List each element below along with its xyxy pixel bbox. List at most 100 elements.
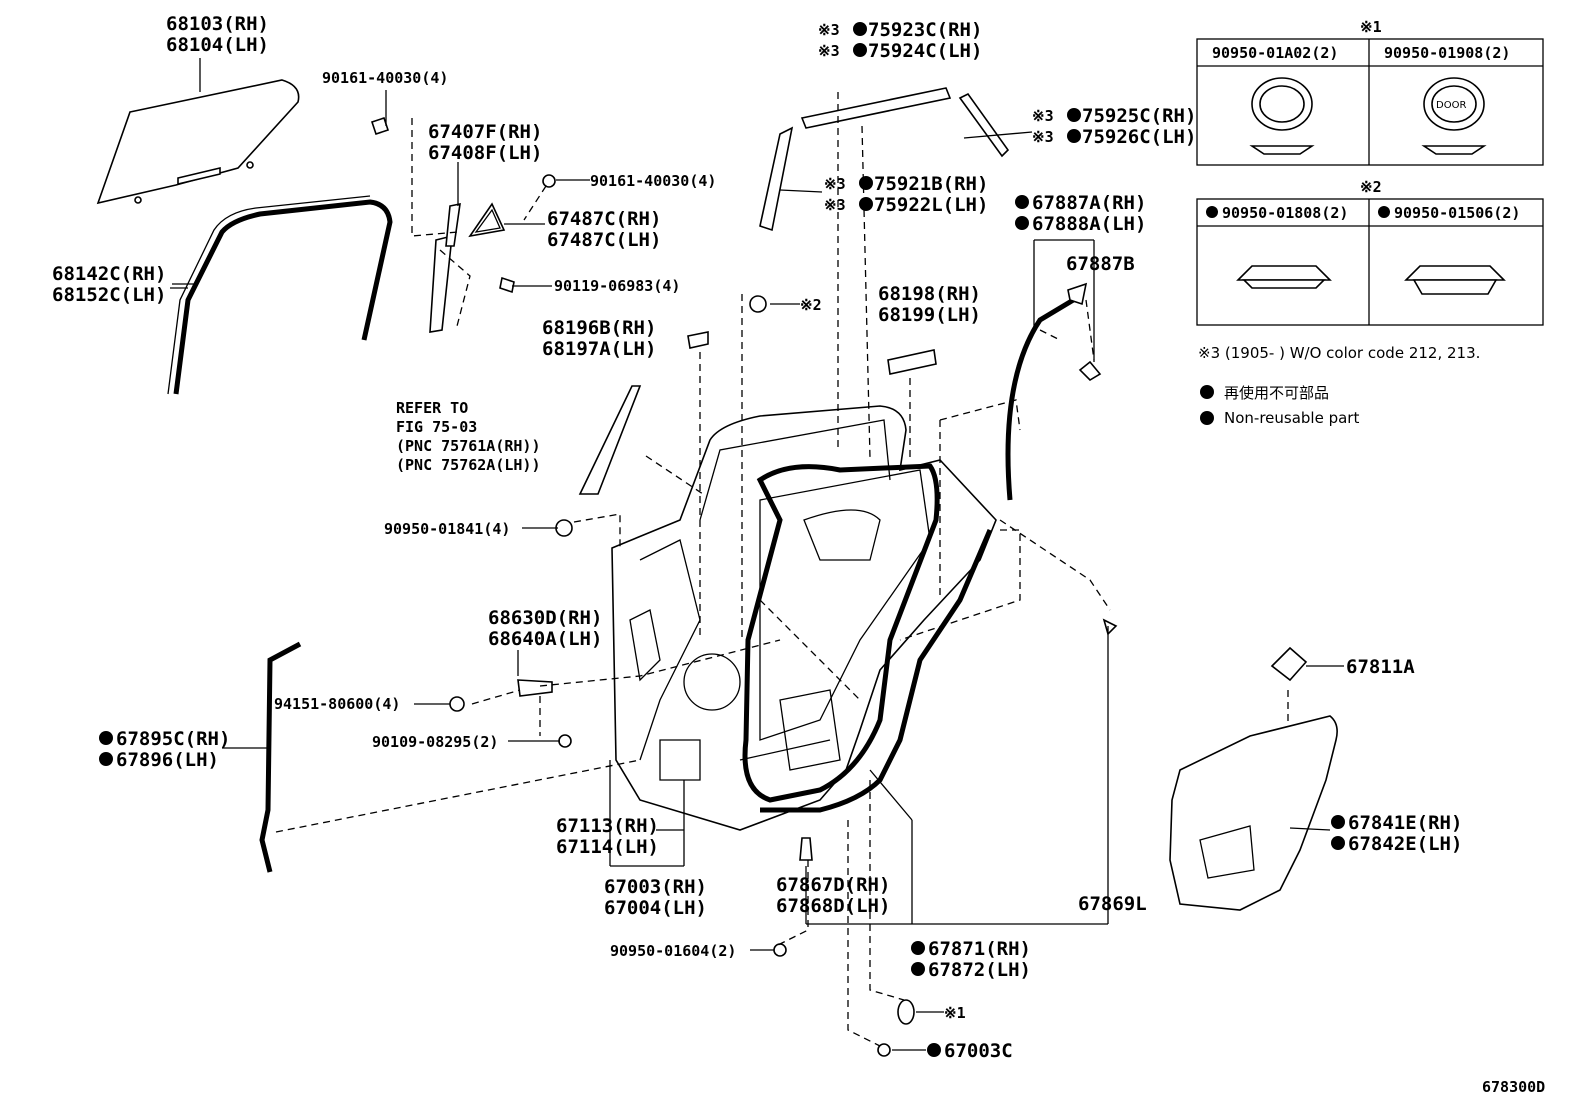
label-67872: 67872(LH) <box>928 959 1031 981</box>
guide-bracket <box>887 349 937 375</box>
notes: ※3 (1905- ) W/O color code 212, 213. 再使用… <box>1198 344 1480 427</box>
label-67895: 67895C(RH) <box>116 728 230 750</box>
quarter-window-piece <box>468 202 506 238</box>
en-note: Non-reusable part <box>1224 409 1359 427</box>
nonreusable-dot <box>1067 129 1081 143</box>
label-67408: 67408F(LH) <box>428 142 542 164</box>
opening-weatherstrip <box>1005 282 1088 501</box>
label-67868: 67868D(LH) <box>776 895 890 917</box>
label-67887a: 67887A(RH) <box>1032 192 1146 214</box>
refer-line-3: (PNC 75761A(RH)) <box>396 437 541 455</box>
label-67003: 67003(RH) <box>604 876 707 898</box>
label-68103: 68103(RH) <box>166 13 269 35</box>
label-75924: 75924C(LH) <box>868 40 982 62</box>
x3-mark-75924: ※3 <box>818 42 840 60</box>
door-panel <box>611 405 997 831</box>
fasteners <box>370 116 1118 1057</box>
label-68104: 68104(LH) <box>166 34 269 56</box>
x3-mark-75925: ※3 <box>1032 107 1054 125</box>
x3-mark-75921: ※3 <box>824 175 846 193</box>
label-75926: 75926C(LH) <box>1082 126 1196 148</box>
nonreusable-dot <box>927 1043 941 1057</box>
label-67407: 67407F(RH) <box>428 121 542 143</box>
label-94151: 94151-80600(4) <box>274 695 400 713</box>
label-67003c: 67003C <box>944 1040 1013 1062</box>
belt-mouldings <box>759 87 1010 232</box>
nonreusable-dot <box>1378 206 1390 218</box>
x3-mark-75923: ※3 <box>818 21 840 39</box>
legend-x1-title: ※1 <box>1360 18 1382 36</box>
nonreusable-dot <box>859 176 873 190</box>
label-68640: 68640A(LH) <box>488 628 602 650</box>
door-plug-text: DOOR <box>1436 100 1466 111</box>
label-90119: 90119-06983(4) <box>554 277 680 295</box>
label-90161-a: 90161-40030(4) <box>322 69 448 87</box>
label-68152: 68152C(LH) <box>52 284 166 306</box>
label-75922: 75922L(LH) <box>874 194 988 216</box>
legend-x1-col2: 90950-01908(2) <box>1384 44 1510 62</box>
diagram-code: 678300D <box>1482 1078 1545 1096</box>
label-68197: 68197A(LH) <box>542 338 656 360</box>
label-68196: 68196B(RH) <box>542 317 656 339</box>
legend-x1-col1: 90950-01A02(2) <box>1212 44 1338 62</box>
label-67896: 67896(LH) <box>116 749 219 771</box>
label-67871: 67871(RH) <box>928 938 1031 960</box>
nonreusable-dot <box>1067 108 1081 122</box>
door-weatherstrip <box>742 463 940 803</box>
label-67487: 67487C(RH) <box>547 208 661 230</box>
inner-weatherstrip <box>760 529 993 813</box>
refer-line-2: FIG 75-03 <box>396 418 477 436</box>
legend-x2-col2: 90950-01506(2) <box>1394 204 1520 222</box>
label-68198: 68198(RH) <box>878 283 981 305</box>
service-hole-cover <box>1169 715 1338 911</box>
legend-x1: ※1 90950-01A02(2) 90950-01908(2) DOOR <box>1196 18 1544 166</box>
jp-note: 再使用不可部品 <box>1224 384 1329 402</box>
legend-x2-title: ※2 <box>1360 178 1382 196</box>
label-67888a: 67888A(LH) <box>1032 213 1146 235</box>
nonreusable-dot <box>1331 836 1345 850</box>
label-x2-clip: ※2 <box>800 296 822 314</box>
nonreusable-dot <box>1331 815 1345 829</box>
label-75925: 75925C(RH) <box>1082 105 1196 127</box>
x3-mark-75922: ※3 <box>824 196 846 214</box>
x3-mark-75926: ※3 <box>1032 128 1054 146</box>
label-90950-01841: 90950-01841(4) <box>384 520 510 538</box>
legend-x2-col1: 90950-01808(2) <box>1222 204 1348 222</box>
part-labels: 68103(RH) 68104(LH) 90161-40030(4) 67407… <box>52 13 1545 1096</box>
label-67887b: 67887B <box>1066 253 1135 275</box>
nonreusable-dot <box>99 752 113 766</box>
side-weatherstrip <box>259 641 302 873</box>
refer-line-1: REFER TO <box>396 399 468 417</box>
label-90109: 90109-08295(2) <box>372 733 498 751</box>
label-75923: 75923C(RH) <box>868 19 982 41</box>
label-90950-01604: 90950-01604(2) <box>610 942 736 960</box>
door-glass <box>96 58 300 205</box>
label-67867: 67867D(RH) <box>776 874 890 896</box>
label-67842: 67842E(LH) <box>1348 833 1462 855</box>
label-90161-b: 90161-40030(4) <box>590 172 716 190</box>
nonreusable-dot <box>1200 385 1214 399</box>
label-75921: 75921B(RH) <box>874 173 988 195</box>
division-bar <box>429 162 461 333</box>
label-67869: 67869L <box>1078 893 1147 915</box>
label-67114: 67114(LH) <box>556 836 659 858</box>
label-68630: 68630D(RH) <box>488 607 602 629</box>
pillar-garnish <box>578 385 642 495</box>
plug-icon <box>1404 265 1506 281</box>
pad <box>1270 646 1308 682</box>
nonreusable-dot <box>911 941 925 955</box>
nonreusable-dot <box>859 197 873 211</box>
nonreusable-dot <box>99 731 113 745</box>
nonreusable-dot <box>853 22 867 36</box>
label-68142: 68142C(RH) <box>52 263 166 285</box>
nonreusable-dot <box>1206 206 1218 218</box>
label-67841: 67841E(RH) <box>1348 812 1462 834</box>
dashed-guides <box>275 92 1289 1047</box>
label-67811: 67811A <box>1346 656 1415 678</box>
nonreusable-dot <box>1015 195 1029 209</box>
label-67113: 67113(RH) <box>556 815 659 837</box>
label-68199: 68199(LH) <box>878 304 981 326</box>
label-67004: 67004(LH) <box>604 897 707 919</box>
label-x1-grommet: ※1 <box>944 1004 966 1022</box>
